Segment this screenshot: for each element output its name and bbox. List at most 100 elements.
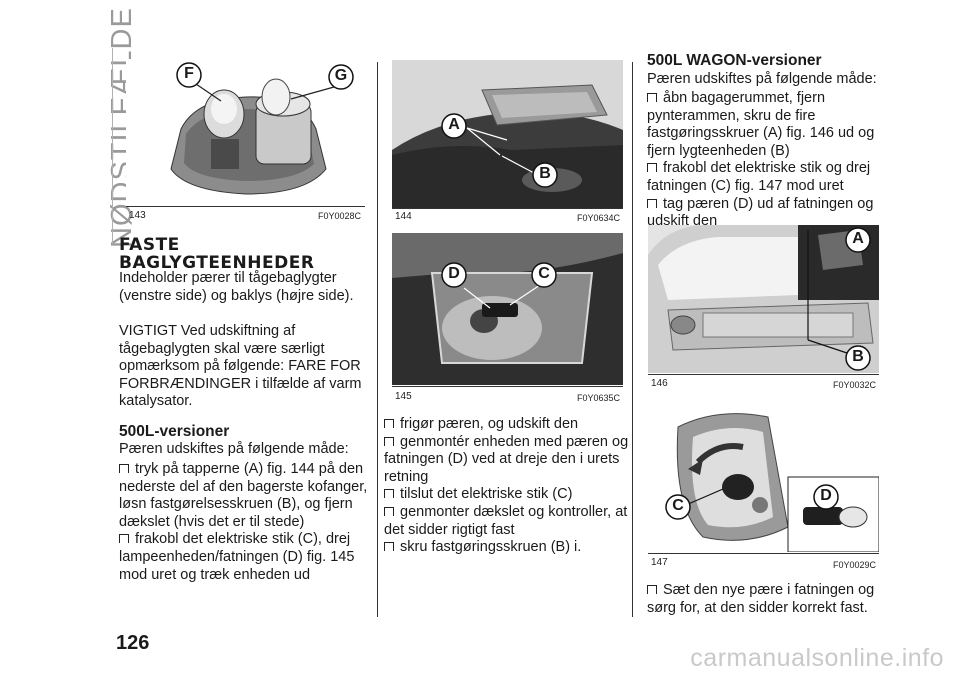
- checkbox-bullet-icon: [647, 198, 657, 208]
- list-item: genmontér enheden med pæren og: [384, 434, 628, 452]
- list-item: genmonter dækslet og kontroller, at: [384, 504, 628, 522]
- figure-144-label-a: A: [448, 116, 460, 133]
- list-item-text: fastgøringsskruer (A) fig. 146 ud og: [647, 125, 875, 142]
- list-item: frakobl det elektriske stik og drej: [647, 160, 874, 178]
- list-item: tag pæren (D) ud af fatningen og: [647, 196, 874, 214]
- figure-146-label-b: B: [852, 348, 864, 365]
- figure-146: A B: [648, 225, 879, 373]
- list-item-text: fatningen (D) ved at dreje den i urets: [384, 451, 620, 468]
- lead-paragraph-wagon: Pæren udskiftes på følgende måde:: [647, 71, 877, 87]
- list-item: frakobl det elektriske stik (C), drej: [119, 531, 367, 549]
- figure-147-caption-rule: [648, 553, 879, 554]
- list-item-text: retning: [384, 468, 429, 485]
- figure-144-caption-rule: [392, 208, 623, 209]
- list-item: skru fastgøringsskruen (B) i.: [384, 539, 628, 557]
- figure-143: F G: [126, 59, 365, 207]
- list-item-text: frakobl det elektriske stik (C), drej: [135, 531, 351, 548]
- figure-147-image: [648, 407, 879, 552]
- list-item: frigør pæren, og udskift den: [384, 416, 628, 434]
- figure-147-code: F0Y0029C: [833, 560, 877, 570]
- figure-143-number: 143: [129, 210, 146, 221]
- list-item: Sæt den nye pære i fatningen og: [647, 582, 874, 600]
- checkbox-bullet-icon: [647, 93, 657, 102]
- figure-146-number: 146: [651, 378, 668, 389]
- section-side-title: NØDSTILFÆLDE: [68, 7, 138, 248]
- intro-paragraph: Indeholder pærer til tågebaglygter (vens…: [119, 270, 354, 305]
- figure-143-code: F0Y0028C: [318, 211, 362, 221]
- list-item-text: skru fastgøringsskruen (B) i.: [400, 539, 582, 556]
- warning-line: katalysator.: [119, 393, 193, 410]
- checkbox-bullet-icon: [119, 534, 129, 544]
- list-item-text: fatningen (C) fig. 147 mod uret: [647, 177, 844, 194]
- list-item-text: pynterammen, skru de fire: [647, 107, 816, 124]
- final-bullet: Sæt den nye pære i fatningen og sørg for…: [647, 582, 874, 617]
- list-item-text: sørg for, at den sidder korrekt fast.: [647, 599, 868, 616]
- figure-144: A B: [392, 60, 623, 208]
- figure-144-code: F0Y0634C: [577, 213, 621, 223]
- figure-146-image: [648, 225, 879, 373]
- section-heading-line2: BAGLYGTEENHEDER: [119, 253, 315, 273]
- figure-144-image: [392, 60, 623, 208]
- figure-146-label-a: A: [852, 230, 864, 247]
- list-item-text: frakobl det elektriske stik og drej: [663, 160, 871, 177]
- list-item-text: tilslut det elektriske stik (C): [400, 486, 573, 503]
- figure-145-number: 145: [395, 391, 412, 402]
- figure-143-label-g: G: [334, 67, 348, 84]
- figure-146-caption-rule: [648, 374, 879, 375]
- figure-145: D C: [392, 233, 623, 385]
- checkbox-bullet-icon: [384, 436, 394, 446]
- column-divider-2: [632, 62, 633, 617]
- figure-143-image: [126, 59, 365, 207]
- figure-144-number: 144: [395, 211, 412, 222]
- warning-line: tågebaglygten skal være særligt: [119, 340, 325, 357]
- figure-143-caption-rule: [126, 206, 365, 207]
- figure-147-label-d: D: [820, 487, 832, 504]
- checkbox-bullet-icon: [119, 464, 129, 473]
- side-title-rule: [112, 48, 113, 244]
- list-item-text: genmontér enheden med pæren og: [400, 433, 629, 450]
- section-heading-line1: FASTE: [119, 235, 180, 255]
- checkbox-bullet-icon: [384, 489, 394, 499]
- column-divider-1: [377, 62, 378, 617]
- bullet-list-col2: frigør pæren, og udskift den genmontér e…: [384, 416, 628, 557]
- subheading-500l-wagon: 500L WAGON-versioner: [647, 52, 822, 69]
- list-item-text: løsn fastgørelsesskruen (B), og fjern: [119, 496, 353, 513]
- checkbox-bullet-icon: [647, 585, 657, 594]
- figure-143-label-f: F: [184, 65, 194, 82]
- list-item-text: Sæt den nye pære i fatningen og: [663, 582, 875, 598]
- section-heading: FASTE BAGLYGTEENHEDER: [119, 236, 314, 272]
- watermark: carmanualsonline.info: [690, 644, 944, 672]
- list-item-text: mod uret og træk enheden ud: [119, 566, 311, 583]
- figure-145-code: F0Y0635C: [577, 393, 621, 403]
- page-number: 126: [116, 632, 150, 654]
- figure-147: C D: [648, 407, 879, 552]
- figure-147-number: 147: [651, 557, 668, 568]
- list-item-text: fjern lygteenheden (B): [647, 142, 790, 159]
- list-item: åbn bagagerummet, fjern: [647, 90, 874, 108]
- list-item-text: tag pæren (D) ud af fatningen og: [663, 195, 874, 212]
- list-item-text: dækslet (hvis det er til stede): [119, 513, 305, 530]
- lead-paragraph: Pæren udskiftes på følgende måde:: [119, 441, 349, 457]
- warning-paragraph: VIGTIGT Ved udskiftning af tågebaglygten…: [119, 323, 362, 411]
- list-item: tryk på tapperne (A) fig. 144 på den: [119, 461, 367, 479]
- warning-line: VIGTIGT Ved udskiftning af: [119, 323, 296, 339]
- list-item-text: lampeenheden/fatningen (D) fig. 145: [119, 548, 355, 565]
- figure-144-label-b: B: [539, 165, 551, 182]
- subheading-500l: 500L-versioner: [119, 423, 230, 440]
- warning-line: FORBRÆNDINGER i tilfælde af varm: [119, 375, 362, 392]
- list-item-text: genmonter dækslet og kontroller, at: [400, 503, 628, 520]
- list-item: tilslut det elektriske stik (C): [384, 486, 628, 504]
- list-item-text: tryk på tapperne (A) fig. 144 på den: [135, 461, 364, 477]
- list-item-text: frigør pæren, og udskift den: [400, 416, 579, 432]
- figure-146-code: F0Y0032C: [833, 380, 877, 390]
- figure-147-label-c: C: [672, 497, 684, 514]
- list-item-text: det sidder rigtigt fast: [384, 521, 515, 538]
- checkbox-bullet-icon: [384, 506, 394, 516]
- checkbox-bullet-icon: [647, 163, 657, 173]
- bullet-list-col3: åbn bagagerummet, fjern pynterammen, skr…: [647, 90, 874, 231]
- figure-145-image: [392, 233, 623, 385]
- list-item-text: nederste del af den bagerste kofanger,: [119, 478, 368, 495]
- intro-line: Indeholder pærer til tågebaglygter: [119, 270, 337, 286]
- figure-145-label-d: D: [448, 265, 460, 282]
- checkbox-bullet-icon: [384, 542, 394, 552]
